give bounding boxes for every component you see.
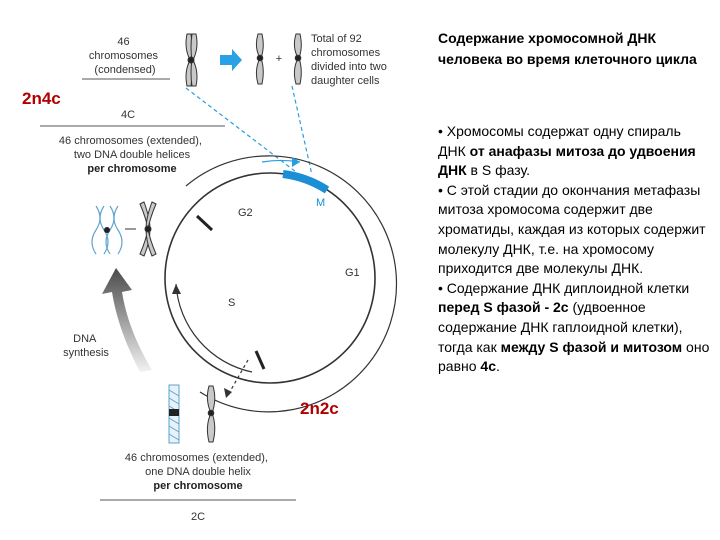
slide-title: Содержание хромосомной ДНК человека во в… [438, 30, 697, 67]
single-helix-chromosome [168, 384, 180, 444]
daughter-chromosomes [255, 33, 302, 85]
extended-two-line: two DNA double helices [74, 149, 191, 161]
s-phase-inner-arc [175, 283, 253, 373]
extended-one-label: 46 chromosomes (extended), one DNA doubl… [125, 452, 271, 478]
g2-checkpoint-tick [195, 214, 214, 232]
dna-synthesis-arrow-icon [102, 268, 152, 372]
cell-cycle-diagram: 46 chromosomes (condensed) + Total of 92… [40, 33, 398, 523]
condensed-label: 46 chromosomes (condensed) [89, 36, 161, 76]
centromere [104, 227, 110, 233]
daughter-cells-line: divided into two [311, 61, 387, 73]
mitosis-arrowhead-icon [292, 157, 300, 167]
dashed-connector [291, 85, 313, 176]
p1-text-end: в S фазу. [466, 162, 530, 179]
phase-label-s: S [228, 297, 235, 309]
condensed-label-line: 46 [117, 36, 129, 48]
unreplicated-chromosome [206, 385, 216, 443]
p3-text: (удвоенное содержание ДНК гаплоидной кле… [438, 299, 683, 355]
cell-cycle-outer-arc [185, 155, 398, 413]
phase-label-m: M [316, 197, 325, 209]
condensed-chromosome [185, 33, 198, 87]
p3-text: оно равно [438, 338, 710, 375]
ploidy-label-2n2c: 2n2c [300, 399, 339, 418]
p3-bold: перед S фазой - 2c [438, 299, 569, 316]
extended-two-label: 46 chromosomes (extended), two DNA doubl… [59, 135, 205, 161]
ploidy-label-2n4c: 2n4c [22, 89, 61, 108]
dna-content-2c: 2C [191, 511, 205, 523]
dna-synthesis-line: DNA [73, 333, 97, 345]
condensed-label-line: (condensed) [94, 64, 155, 76]
p1-text: • Хромосомы содержат одну спираль ДНК [438, 123, 681, 159]
condensed-label-line: chromosomes [89, 50, 159, 62]
phase-label-g2: G2 [238, 207, 253, 219]
dna-synthesis-label: DNA synthesis [63, 333, 109, 359]
cell-cycle-inner-circle [164, 172, 376, 384]
s-arc-arrowhead-icon [172, 284, 181, 294]
paragraph-2: • С этой стадии до окончания метафазы ми… [438, 181, 706, 277]
daughter-cells-line: Total of 92 [311, 33, 362, 45]
p3-bold: 4с [480, 358, 496, 375]
extended-one-line: 46 chromosomes (extended), [125, 452, 268, 464]
p3-text: • Содержание ДНК диплоидной клетки [438, 279, 690, 296]
mitosis-segment [282, 170, 330, 194]
extended-one-line: one DNA double helix [145, 466, 251, 478]
p1-bold: от анафазы митоза до удвоения ДНК [438, 142, 696, 179]
paragraph-3: • Содержание ДНК диплоидной клетки перед… [438, 279, 710, 377]
daughter-cells-line: chromosomes [311, 47, 381, 59]
p3-text-end: . [496, 358, 500, 375]
phase-label-g1: G1 [345, 267, 360, 279]
dashed-connector [227, 359, 249, 396]
division-arrow-icon [220, 49, 242, 71]
dashed-connector [185, 87, 301, 176]
dna-synthesis-line: synthesis [63, 347, 109, 359]
extended-one-bold: per chromosome [153, 480, 242, 492]
extended-two-line: 46 chromosomes (extended), [59, 135, 202, 147]
daughter-cells-line: daughter cells [311, 75, 380, 87]
dna-content-4c: 4C [121, 109, 135, 121]
daughter-cells-label: Total of 92 chromosomes divided into two… [311, 33, 390, 87]
s-checkpoint-tick [254, 350, 266, 370]
plus-sign: + [276, 53, 282, 65]
paragraph-1: • Хромосомы содержат одну спираль ДНК от… [438, 122, 710, 181]
p3-bold: между S фазой и митозом [500, 338, 683, 355]
extended-two-bold: per chromosome [87, 163, 176, 175]
body-text: • Хромосомы содержат одну спираль ДНК от… [438, 122, 710, 377]
replicated-chromosome [139, 201, 157, 257]
dashed-arrowhead-icon [224, 388, 232, 398]
